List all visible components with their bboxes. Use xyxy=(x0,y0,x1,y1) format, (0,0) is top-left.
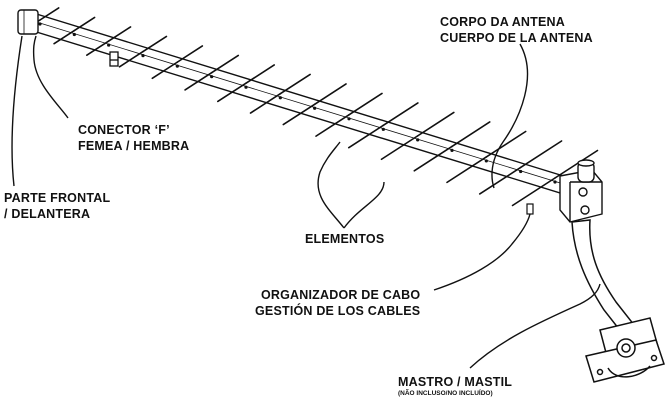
antenna-element-rod xyxy=(176,45,204,63)
antenna-element-rod xyxy=(53,29,76,45)
antenna-element-rod xyxy=(485,130,527,158)
mast xyxy=(571,219,665,383)
element-rivet xyxy=(381,127,385,131)
antenna-element-rod xyxy=(249,92,282,114)
element-rivet xyxy=(244,85,248,89)
front-cap xyxy=(17,9,39,35)
label-front-line1: PARTE FRONTAL xyxy=(4,191,111,205)
label-elements-line1: ELEMENTOS xyxy=(305,232,385,246)
antenna-element-rod xyxy=(554,149,599,179)
antenna-elements xyxy=(20,7,599,207)
element-rivet xyxy=(484,159,488,163)
antenna-element-rod xyxy=(184,71,213,91)
antenna-element-rod xyxy=(282,103,316,126)
leader-front xyxy=(11,35,23,187)
label-mast-note: (NÃO INCLUSO/NO INCLUÍDO) xyxy=(398,390,493,397)
antenna-element-rod xyxy=(210,54,240,74)
antenna-element-rod xyxy=(279,73,311,95)
rear-clamp xyxy=(559,159,603,223)
f-connector xyxy=(109,51,119,67)
label-antenna-body-pt: CORPO DA ANTENA xyxy=(440,15,565,29)
label-antenna-body-es: CUERPO DE LA ANTENA xyxy=(440,31,593,45)
antenna-element-rod xyxy=(118,50,144,68)
callout-lines xyxy=(11,35,601,369)
element-rivet xyxy=(313,106,317,110)
label-mast: MASTRO / MASTIL (NÃO INCLUSO/NO INCLUÍDO… xyxy=(398,374,512,398)
leader-mast xyxy=(469,283,601,369)
antenna-element-rod xyxy=(151,61,179,80)
antenna-element-rod xyxy=(382,102,419,127)
element-rivet xyxy=(553,180,557,184)
antenna-element-rod xyxy=(413,145,453,172)
antenna-element-rod xyxy=(39,7,60,21)
label-cable-organizer: ORGANIZADOR DE CABO GESTIÓN DE LOS CABLE… xyxy=(255,287,420,319)
label-elements: ELEMENTOS xyxy=(305,231,384,247)
antenna-element-rod xyxy=(216,82,247,103)
leader-organizer xyxy=(433,213,531,291)
leader-elements xyxy=(317,141,385,229)
label-cable-organizer-es: GESTIÓN DE LOS CABLES xyxy=(255,304,421,318)
label-mast-line1: MASTRO / MASTIL xyxy=(398,375,513,389)
label-front-line2: / DELANTERA xyxy=(4,207,91,221)
antenna-element-rod xyxy=(451,121,491,148)
leader-connector xyxy=(32,35,69,119)
antenna-element-rod xyxy=(347,124,385,149)
element-rivet xyxy=(416,138,420,142)
antenna-element-rod xyxy=(511,177,556,207)
label-f-connector: CONECTOR ‘F’ FEMEA / HEMBRA xyxy=(78,122,189,154)
element-rivet xyxy=(38,22,42,26)
cable-organizer-clip xyxy=(526,203,534,215)
leader-body xyxy=(491,43,529,189)
element-rivet xyxy=(107,43,111,47)
antenna-element-rod xyxy=(315,114,350,137)
label-f-connector-line2: FEMEA / HEMBRA xyxy=(78,139,190,153)
antenna-element-rod xyxy=(85,40,110,57)
label-f-connector-line1: CONECTOR ‘F’ xyxy=(78,123,170,137)
antenna-element-rod xyxy=(416,111,455,137)
element-rivet xyxy=(278,96,282,100)
antenna-element-rod xyxy=(478,166,522,195)
label-cable-organizer-pt: ORGANIZADOR DE CABO xyxy=(260,288,421,302)
antenna-element-rod xyxy=(313,83,347,106)
antenna-element-rod xyxy=(380,135,419,161)
antenna-element-rod xyxy=(519,140,563,169)
antenna-element-rod xyxy=(245,64,276,84)
element-rivet xyxy=(210,75,214,79)
antenna-element-rod xyxy=(107,26,132,42)
element-rivet xyxy=(72,32,76,37)
antenna-element-rod xyxy=(142,35,168,53)
element-rivet xyxy=(347,117,351,121)
antenna-element-rod xyxy=(446,156,488,184)
label-antenna-body: CORPO DA ANTENA CUERPO DE LA ANTENA xyxy=(440,14,593,46)
label-front: PARTE FRONTAL / DELANTERA xyxy=(4,190,110,222)
antenna-element-rod xyxy=(348,92,383,116)
element-rivet xyxy=(450,148,454,152)
element-rivet xyxy=(141,54,145,58)
element-rivet xyxy=(519,169,523,174)
element-rivet xyxy=(175,64,179,68)
antenna-element-rod xyxy=(73,16,96,32)
